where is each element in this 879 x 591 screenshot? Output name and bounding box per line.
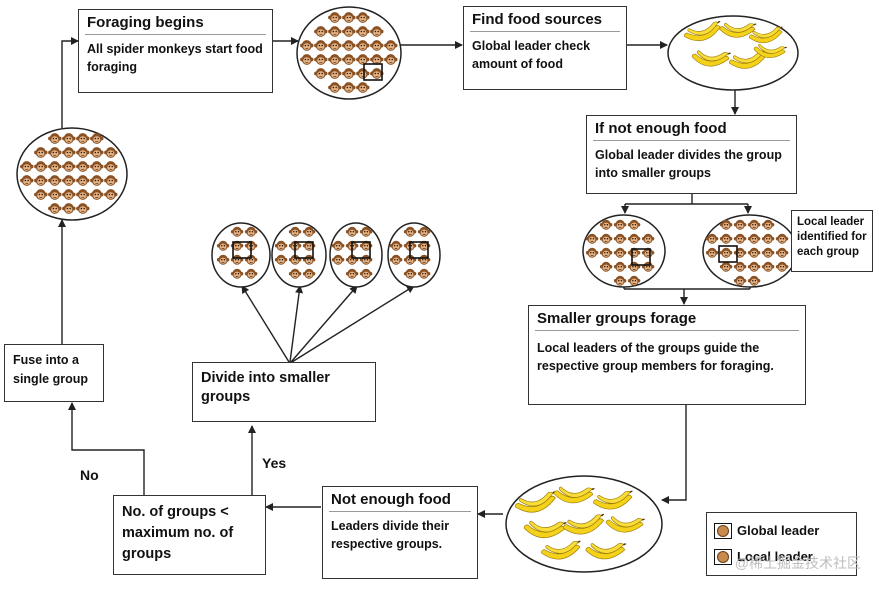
- box-find-food-sources-title: Find food sources: [472, 11, 603, 28]
- watermark: @稀土掘金技术社区: [734, 555, 861, 571]
- leader-frame: [409, 241, 429, 259]
- box-if-not-enough-food-desc: Global leader divides the group into sma…: [595, 148, 782, 180]
- edge-label-yes: Yes: [262, 455, 287, 471]
- arrow-divide-1: [241, 285, 290, 363]
- leader-frame: [718, 245, 738, 263]
- divider: [85, 34, 266, 35]
- box-not-enough-food: Not enough food Leaders divide their res…: [322, 486, 478, 579]
- leader-frame: [232, 241, 252, 259]
- legend-row-global: Global leader: [714, 522, 820, 539]
- arrow-group-to-foraging: [61, 37, 79, 128]
- box-if-not-enough-food: If not enough food Global leader divides…: [586, 115, 797, 194]
- box-not-enough-food-title: Not enough food: [331, 491, 451, 508]
- box-smaller-groups-forage: Smaller groups forage Local leaders of t…: [528, 305, 806, 405]
- box-num-groups-check: No. of groups < maximum no. of groups: [113, 495, 266, 575]
- box-not-enough-food-desc: Leaders divide their respective groups.: [331, 519, 450, 551]
- connectors: [58, 37, 752, 518]
- box-foraging-begins: Foraging begins All spider monkeys start…: [78, 9, 273, 93]
- box-foraging-begins-title: Foraging begins: [87, 14, 204, 31]
- leader-frame: [294, 241, 314, 259]
- arrow-smaller-to-bananas: [661, 405, 687, 504]
- box-find-food-sources-desc: Global leader check amount of food: [472, 39, 591, 71]
- box-smaller-groups-forage-title: Smaller groups forage: [537, 310, 697, 327]
- box-smaller-groups-forage-desc: Local leaders of the groups guide the re…: [537, 341, 774, 373]
- legend-local-label: Local leader: [737, 549, 813, 564]
- leader-frame: [631, 248, 651, 266]
- legend: Global leader Local leader: [706, 512, 857, 576]
- box-if-not-enough-food-title: If not enough food: [595, 120, 727, 137]
- box-divide-smaller-groups: Divide into smaller groups: [192, 362, 376, 422]
- global-leader-icon: [714, 522, 732, 539]
- legend-row-local: Local leader: [714, 548, 813, 565]
- box-find-food-sources: Find food sources Global leader check am…: [463, 6, 627, 90]
- note-local-leader: Local leader identified for each group: [791, 210, 873, 272]
- small-group-1: [211, 222, 271, 288]
- box-num-groups-check-text: No. of groups < maximum no. of groups: [122, 504, 234, 562]
- box-fuse-single-group-text: Fuse into a single group: [13, 353, 88, 386]
- divider: [329, 511, 471, 512]
- local-leader-icon: [714, 548, 732, 565]
- edge-label-no: No: [80, 467, 99, 483]
- box-fuse-single-group: Fuse into a single group: [4, 344, 104, 402]
- legend-global-label: Global leader: [737, 523, 820, 538]
- icons-layer: [19, 11, 789, 562]
- divider: [593, 140, 790, 141]
- arrow-divide-3: [290, 285, 358, 363]
- arrow-divide-4: [291, 285, 415, 363]
- arrow-divide-2: [289, 285, 304, 363]
- divider: [535, 330, 799, 331]
- arrow-num-no-to-fuse: [68, 402, 145, 495]
- box-foraging-begins-desc: All spider monkeys start food foraging: [87, 42, 263, 74]
- leader-frame: [363, 63, 383, 81]
- box-divide-smaller-groups-text: Divide into smaller groups: [201, 370, 330, 405]
- leader-frame: [351, 241, 371, 259]
- divider: [470, 31, 620, 32]
